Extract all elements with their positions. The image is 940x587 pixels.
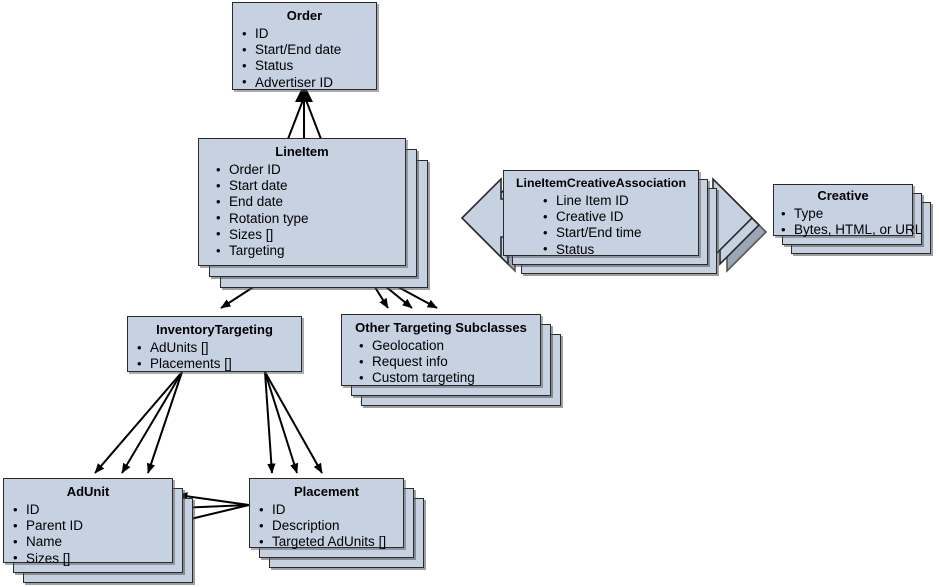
attr: Creative ID — [508, 209, 694, 225]
attr: Start date — [205, 178, 399, 194]
node-creative[interactable]: Creative Type Bytes, HTML, or URL — [773, 184, 933, 258]
attr: Placements [] — [134, 356, 295, 372]
node-creative-title: Creative — [817, 188, 869, 203]
attr: Advertiser ID — [239, 74, 370, 91]
attr: Targeting — [205, 243, 399, 259]
node-adunit[interactable]: AdUnit ID Parent ID Name Sizes [] — [3, 478, 198, 583]
attr: Status — [239, 58, 370, 74]
attr: Rotation type — [205, 210, 399, 227]
node-lineitem[interactable]: LineItem Order ID Start date End date Ro… — [198, 138, 428, 288]
node-placement-title: Placement — [293, 484, 360, 499]
node-order-title: Order — [286, 8, 323, 23]
attr: AdUnits [] — [134, 339, 295, 356]
attr: Bytes, HTML, or URL — [778, 222, 922, 238]
attr: Name — [10, 534, 166, 550]
attr: Custom targeting — [348, 370, 534, 386]
attr: End date — [205, 194, 399, 210]
attr: Type — [778, 205, 908, 222]
attr: Targeted AdUnits [] — [256, 534, 397, 550]
node-adunit-attrs: ID Parent ID Name Sizes [] — [10, 501, 166, 567]
attr: Order ID — [205, 161, 399, 178]
node-inventorytargeting-attrs: AdUnits [] Placements [] — [134, 339, 295, 372]
edge-inventorytargeting-placement — [264, 371, 323, 474]
attr: Description — [256, 518, 397, 534]
attr: Parent ID — [10, 518, 166, 534]
node-order-attrs: ID Start/End date Status Advertiser ID — [239, 25, 370, 91]
attr: Start/End date — [239, 42, 370, 58]
node-othertargeting-attrs: Geolocation Request info Custom targetin… — [348, 337, 534, 387]
node-inventorytargeting[interactable]: InventoryTargeting AdUnits [] Placements… — [127, 316, 302, 372]
edge-inventorytargeting-adunit — [94, 371, 183, 474]
node-othertargeting-title: Other Targeting Subclasses — [355, 320, 527, 335]
node-lineitemcreativeassociation[interactable]: LineItemCreativeAssociation Line Item ID… — [503, 170, 723, 280]
node-othertargeting[interactable]: Other Targeting Subclasses Geolocation R… — [341, 314, 561, 406]
node-lica-title: LineItemCreativeAssociation — [515, 176, 687, 190]
node-order[interactable]: Order ID Start/End date Status Advertise… — [232, 2, 377, 91]
node-adunit-title: AdUnit — [66, 484, 110, 499]
node-placement-attrs: ID Description Targeted AdUnits [] — [256, 501, 397, 551]
attr: Line Item ID — [508, 192, 694, 209]
attr: Sizes [] — [205, 226, 399, 243]
node-creative-attrs: Type Bytes, HTML, or URL — [778, 205, 922, 238]
edge-lineitem-order — [287, 84, 322, 140]
attr: ID — [239, 25, 370, 42]
node-placement[interactable]: Placement ID Description Targeted AdUnit… — [249, 478, 424, 568]
attr: ID — [10, 501, 166, 518]
attr: Request info — [348, 354, 534, 370]
node-lineitem-title: LineItem — [275, 144, 329, 159]
node-lica-attrs: Line Item ID Creative ID Start/End time … — [508, 192, 694, 258]
attr: Sizes [] — [10, 550, 166, 567]
attr: Start/End time — [508, 225, 694, 241]
attr: Geolocation — [348, 337, 534, 354]
node-lineitem-attrs: Order ID Start date End date Rotation ty… — [205, 161, 399, 259]
attr: ID — [256, 501, 397, 518]
attr: Status — [508, 241, 694, 258]
node-inventorytargeting-title: InventoryTargeting — [156, 322, 273, 337]
